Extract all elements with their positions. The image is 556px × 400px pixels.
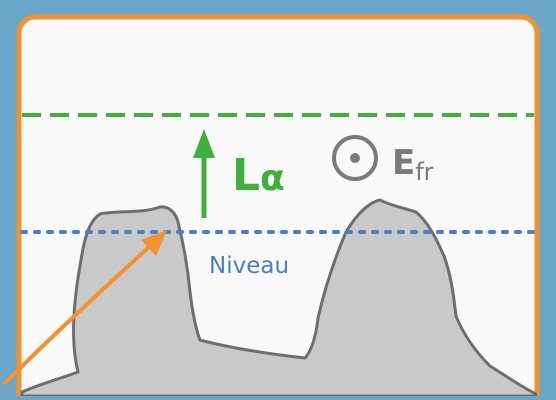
niveau-label: Niveau — [209, 253, 289, 279]
e-fr-sub: fr — [415, 158, 433, 186]
l-alpha-main: L — [232, 150, 260, 201]
l-alpha-sub: α — [260, 158, 285, 199]
arrow-up-icon — [193, 129, 215, 218]
e-fr-label: Efr — [392, 143, 434, 186]
arrow-icon — [2, 230, 167, 386]
circled-dot-icon — [332, 135, 378, 181]
e-fr-main: E — [392, 143, 415, 183]
l-alpha-label: Lα — [232, 150, 285, 201]
